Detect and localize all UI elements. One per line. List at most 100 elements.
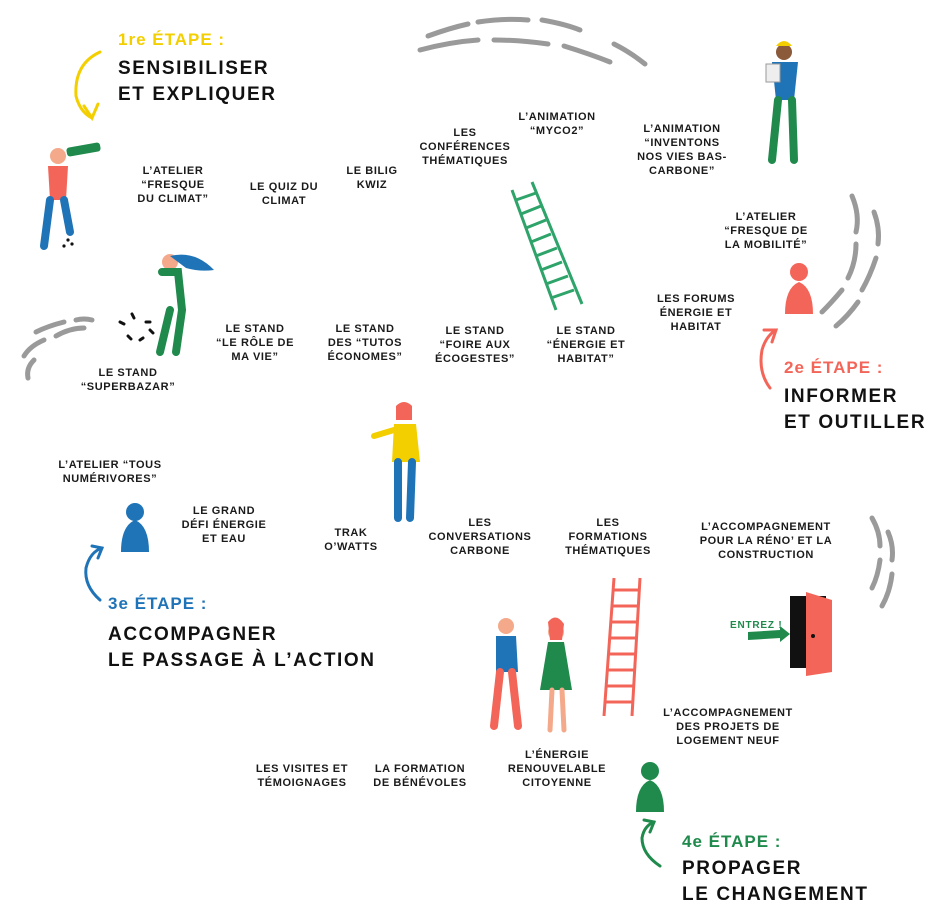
item-line: HABITAT” bbox=[557, 353, 615, 365]
stage-4-title: PROPAGER LE CHANGEMENT bbox=[682, 856, 869, 908]
item-line: THÉMATIQUES bbox=[565, 545, 651, 557]
item-line: POUR LA RÉNO’ ET LA bbox=[699, 535, 833, 547]
item-line: LE GRAND bbox=[192, 505, 256, 517]
item-line: LOGEMENT NEUF bbox=[676, 735, 780, 747]
item-line: L’ACCOMPAGNEMENT bbox=[701, 521, 831, 533]
item-line: “FRESQUE DE bbox=[724, 225, 808, 237]
item-conferences: LES CONFÉRENCES THÉMATIQUES bbox=[410, 126, 520, 168]
item-accompagnement-reno: L’ACCOMPAGNEMENT POUR LA RÉNO’ ET LA CON… bbox=[676, 520, 856, 562]
item-formation-benevoles: LA FORMATION DE BÉNÉVOLES bbox=[364, 762, 476, 790]
item-line: DES “TUTOS bbox=[327, 337, 403, 349]
item-line: L’ANIMATION bbox=[643, 123, 721, 135]
stage-1-number: 1re ÉTAPE : bbox=[118, 30, 226, 49]
stage-3-arrow bbox=[84, 546, 104, 602]
item-formations: LES FORMATIONS THÉMATIQUES bbox=[550, 516, 666, 558]
item-accompagnement-logement: L’ACCOMPAGNEMENT DES PROJETS DE LOGEMENT… bbox=[640, 706, 816, 748]
item-line: LE QUIZ DU bbox=[249, 181, 319, 193]
item-line: CONVERSATIONS bbox=[428, 531, 532, 543]
item-line: LE BILIG bbox=[346, 165, 398, 177]
person-worker-icon bbox=[765, 41, 798, 164]
item-line: L’ATELIER bbox=[735, 211, 797, 223]
item-line: FORMATIONS bbox=[568, 531, 648, 543]
item-line: DE BÉNÉVOLES bbox=[373, 777, 467, 789]
entrez-label: ENTREZ ! bbox=[730, 620, 783, 631]
item-stand-energie: LE STAND “ÉNERGIE ET HABITAT” bbox=[532, 324, 640, 366]
person-woman-dress-icon bbox=[540, 617, 572, 733]
item-line: L’ÉNERGIE bbox=[524, 749, 590, 761]
item-conversations: LES CONVERSATIONS CARBONE bbox=[420, 516, 540, 558]
item-atelier-fresque-mobilite: L’ATELIER “FRESQUE DE LA MOBILITÉ” bbox=[708, 210, 824, 252]
item-grand-defi: LE GRAND DÉFI ÉNERGIE ET EAU bbox=[172, 504, 276, 546]
item-line: TÉMOIGNAGES bbox=[257, 777, 347, 789]
item-stand-foire: LE STAND “FOIRE AUX ÉCOGESTES” bbox=[420, 324, 530, 366]
stage-2-title-line1: INFORMER bbox=[784, 386, 899, 407]
stage-2-arrow bbox=[759, 328, 778, 390]
item-stand-superbazar: LE STAND “SUPERBAZAR” bbox=[66, 366, 190, 394]
item-animation-inventons: L’ANIMATION “INVENTONS NOS VIES BAS- CAR… bbox=[624, 122, 740, 178]
item-stand-role: LE STAND “LE RÔLE DE MA VIE” bbox=[200, 322, 310, 364]
item-line: DÉFI ÉNERGIE bbox=[181, 519, 267, 531]
item-forums: LES FORUMS ÉNERGIE ET HABITAT bbox=[642, 292, 750, 334]
item-line: CARBONE” bbox=[649, 165, 715, 177]
red-pawn-icon bbox=[785, 263, 813, 314]
stage-1-title: SENSIBILISER ET EXPLIQUER bbox=[118, 56, 277, 108]
item-line: LA MOBILITÉ” bbox=[724, 239, 808, 251]
item-line: LE STAND bbox=[225, 323, 285, 335]
item-trak-owatts: TRAK O’WATTS bbox=[310, 526, 392, 554]
item-animation-mycoz: L’ANIMATION “MYCO2” bbox=[502, 110, 612, 138]
item-line: LE STAND bbox=[98, 367, 158, 379]
stage-4-number: 4e ÉTAPE : bbox=[682, 832, 782, 851]
item-atelier-numerivores: L’ATELIER “TOUS NUMÉRIVORES” bbox=[40, 458, 180, 486]
item-stand-tutos: LE STAND DES “TUTOS ÉCONOMES” bbox=[310, 322, 420, 364]
stage-1-title-line1: SENSIBILISER bbox=[118, 58, 270, 79]
item-line: KWIZ bbox=[356, 179, 388, 191]
item-line: RENOUVELABLE bbox=[507, 763, 607, 775]
item-line: L’ATELIER “TOUS bbox=[58, 459, 162, 471]
item-visites: LES VISITES ET TÉMOIGNAGES bbox=[244, 762, 360, 790]
item-line: LE STAND bbox=[335, 323, 395, 335]
item-line: ÉNERGIE ET bbox=[659, 307, 733, 319]
item-line: NUMÉRIVORES” bbox=[62, 473, 158, 485]
stage-2-title: INFORMER ET OUTILLER bbox=[784, 384, 926, 436]
stage-3-title: ACCOMPAGNER LE PASSAGE À L’ACTION bbox=[108, 622, 376, 674]
stage-2-title-line2: ET OUTILLER bbox=[784, 412, 927, 433]
item-line: LES VISITES ET bbox=[255, 763, 349, 775]
item-line: CITOYENNE bbox=[522, 777, 592, 789]
item-line: NOS VIES BAS- bbox=[637, 151, 727, 163]
item-line: HABITAT bbox=[670, 321, 722, 333]
stage-4-title-line1: PROPAGER bbox=[682, 858, 803, 879]
stage-4-arrow bbox=[640, 820, 662, 868]
item-line: ET EAU bbox=[202, 533, 246, 545]
person-woman-green-icon bbox=[118, 254, 214, 356]
item-line: DES PROJETS DE bbox=[676, 721, 780, 733]
person-telescope-icon bbox=[40, 142, 101, 250]
item-line: LE STAND bbox=[445, 325, 505, 337]
path-dashes bbox=[21, 16, 895, 609]
item-line: CONSTRUCTION bbox=[718, 549, 814, 561]
item-line: LES bbox=[453, 127, 477, 139]
stage-2-number: 2e ÉTAPE : bbox=[784, 358, 884, 377]
item-line: O’WATTS bbox=[324, 541, 378, 553]
item-line: LES FORUMS bbox=[656, 293, 736, 305]
item-line: LES bbox=[596, 517, 620, 529]
stage-3-title-line1: ACCOMPAGNER bbox=[108, 624, 278, 645]
door-icon bbox=[748, 592, 832, 676]
item-line: CARBONE bbox=[450, 545, 510, 557]
person-woman-yellow-icon bbox=[371, 402, 420, 522]
item-line: “FOIRE AUX bbox=[439, 339, 511, 351]
item-line: LE STAND bbox=[556, 325, 616, 337]
item-line: THÉMATIQUES bbox=[422, 155, 508, 167]
item-line: TRAK bbox=[334, 527, 368, 539]
green-ladder bbox=[510, 181, 584, 311]
stage-1-title-line2: ET EXPLIQUER bbox=[118, 84, 277, 105]
item-line: CLIMAT bbox=[261, 195, 307, 207]
item-line: L’ACCOMPAGNEMENT bbox=[663, 707, 793, 719]
item-atelier-fresque-climat: L’ATELIER “FRESQUE DU CLIMAT” bbox=[118, 164, 228, 206]
item-line: ÉCONOMES” bbox=[327, 351, 403, 363]
blue-pawn-icon bbox=[121, 503, 149, 552]
stage-1-arrow bbox=[74, 50, 102, 120]
green-pawn-icon bbox=[636, 762, 664, 812]
item-line: ÉCOGESTES” bbox=[435, 353, 515, 365]
item-line: “MYCO2” bbox=[529, 125, 585, 137]
